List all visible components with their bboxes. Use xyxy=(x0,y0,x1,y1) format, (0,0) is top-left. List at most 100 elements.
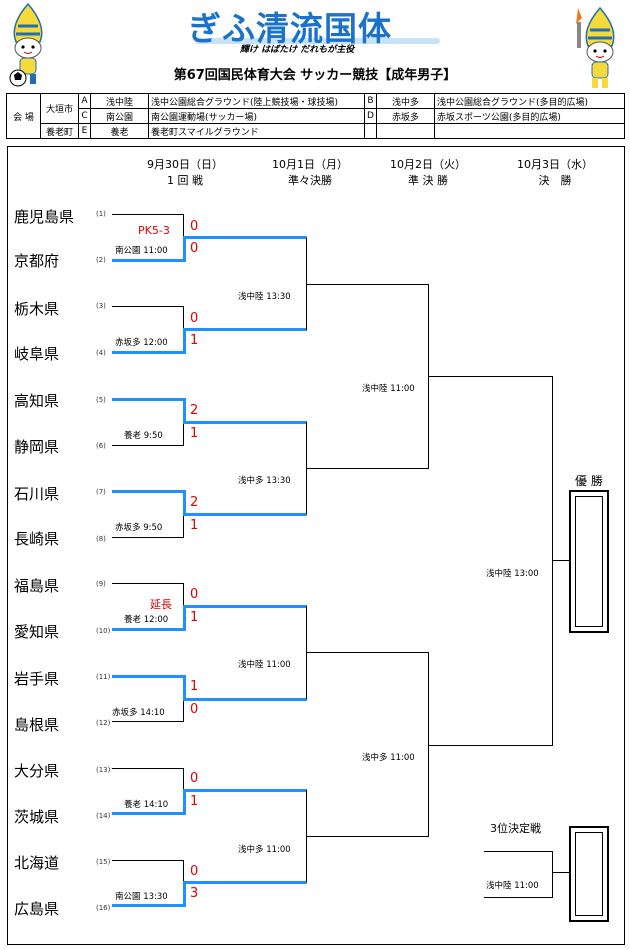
winner-path xyxy=(183,328,186,354)
match-score: 0 xyxy=(190,771,199,786)
bracket-line xyxy=(112,583,184,584)
bracket-frame xyxy=(7,146,625,945)
bracket-line xyxy=(552,872,570,873)
bracket-line xyxy=(112,721,184,722)
venue-name xyxy=(434,123,625,139)
venue-table: 会 場 大垣市 A 浅中陸 浅中公園総合グラウンド(陸上競技場・球技場) B 浅… xyxy=(6,93,625,139)
match-info: 赤坂多 9:50 xyxy=(115,523,163,533)
match-score: 1 xyxy=(190,426,199,441)
team-name: 島根県 xyxy=(14,716,60,734)
team-seed: (4) xyxy=(96,349,106,357)
bracket-line xyxy=(183,306,184,328)
bracket-line xyxy=(112,214,184,215)
mascot-right-icon xyxy=(576,6,615,88)
bracket-line xyxy=(183,422,184,445)
bracket-line xyxy=(552,376,553,746)
venue-name: 南公園運動場(サッカー場) xyxy=(148,108,365,124)
header: ぎふ清流国体 輝け はばたけ だれもが主役 第67回国民体育大会 サッカー競技【… xyxy=(0,0,630,92)
team-seed: (3) xyxy=(96,302,106,310)
match-info: 南公園 11:00 xyxy=(115,246,168,256)
match-info: 浅中多 11:00 xyxy=(238,845,291,855)
venue-short: 南公園 xyxy=(90,108,149,124)
bracket-line xyxy=(306,284,429,285)
venue-short: 浅中多 xyxy=(376,93,435,109)
extra-time-note: 延長 xyxy=(150,598,172,611)
match-info: 赤坂多 14:10 xyxy=(112,708,165,718)
winner-path xyxy=(183,675,186,701)
match-score: 0 xyxy=(190,311,199,326)
venue-short: 赤坂多 xyxy=(376,108,435,124)
match-info: 養老 9:50 xyxy=(124,431,163,441)
winner-path xyxy=(183,605,186,631)
champion-box-inner xyxy=(575,496,603,627)
winner-path xyxy=(183,236,307,239)
match-score: 1 xyxy=(190,333,199,348)
winner-path xyxy=(183,328,307,331)
match-info: 浅中多 11:00 xyxy=(362,753,415,763)
winner-path xyxy=(112,351,186,354)
venue-code: C xyxy=(78,108,91,124)
team-name: 北海道 xyxy=(14,854,60,872)
venue-label: 会 場 xyxy=(6,93,41,139)
round-date: 10月3日（水） xyxy=(517,158,593,171)
team-seed: (9) xyxy=(96,580,106,588)
venue-name: 養老町スマイルグラウンド xyxy=(148,123,365,139)
match-score: 0 xyxy=(190,702,199,717)
bracket-line xyxy=(306,836,429,837)
pk-note: PK5-3 xyxy=(138,224,170,237)
venue-row: C 南公園 南公園運動場(サッカー場) D 赤坂多 赤坂スポーツ公園(多目的広場… xyxy=(7,108,625,124)
match-info: 浅中陸 11:00 xyxy=(238,660,291,670)
team-seed: (10) xyxy=(96,627,111,635)
team-name: 栃木県 xyxy=(14,300,60,318)
bracket-line xyxy=(428,652,429,837)
winner-path xyxy=(112,259,186,262)
team-seed: (6) xyxy=(96,442,106,450)
team-name: 大分県 xyxy=(14,762,60,780)
team-seed: (5) xyxy=(96,396,106,404)
match-score: 1 xyxy=(190,610,199,625)
venue-short: 養老 xyxy=(90,123,149,139)
venue-row: 養老町 E 養老 養老町スマイルグラウンド xyxy=(7,123,625,139)
bracket-line xyxy=(428,376,553,377)
bracket-line xyxy=(552,851,553,898)
team-name: 岩手県 xyxy=(14,670,60,688)
third-place-box xyxy=(569,826,609,922)
match-score: 0 xyxy=(190,241,199,256)
team-name: 鹿児島県 xyxy=(14,208,75,226)
winner-path xyxy=(183,421,307,424)
round-name: 1 回 戦 xyxy=(167,174,203,187)
team-seed: (13) xyxy=(96,766,111,774)
third-place-label: 3位決定戦 xyxy=(490,822,541,835)
winner-path xyxy=(112,675,186,678)
round-name: 準々決勝 xyxy=(288,174,332,187)
round-date: 10月1日（月） xyxy=(272,158,348,171)
bracket-line xyxy=(112,537,184,538)
third-place-box-inner xyxy=(575,832,603,916)
team-name: 広島県 xyxy=(14,900,60,918)
match-info: 浅中多 13:30 xyxy=(238,476,291,486)
event-slogan: 輝け はばたけ だれもが主役 xyxy=(240,45,355,55)
bracket-line xyxy=(552,560,570,561)
team-name: 茨城県 xyxy=(14,808,60,826)
team-seed: (8) xyxy=(96,535,106,543)
winner-path xyxy=(183,605,307,608)
venue-short: 浅中陸 xyxy=(90,93,149,109)
match-score: 2 xyxy=(190,495,199,510)
venue-code: E xyxy=(78,123,91,139)
match-info: 養老 12:00 xyxy=(124,615,169,625)
winner-path xyxy=(183,398,186,424)
team-name: 静岡県 xyxy=(14,438,60,456)
venue-name: 浅中公園総合グラウンド(多目的広場) xyxy=(434,93,625,109)
round-name: 決 勝 xyxy=(538,174,572,187)
team-name: 福島県 xyxy=(14,577,60,595)
venue-name: 赤坂スポーツ公園(多目的広場) xyxy=(434,108,625,124)
match-score: 0 xyxy=(190,219,199,234)
venue-row: 会 場 大垣市 A 浅中陸 浅中公園総合グラウンド(陸上競技場・球技場) B 浅… xyxy=(6,93,625,139)
winner-path xyxy=(112,398,186,401)
venue-short xyxy=(376,123,435,139)
bracket-line xyxy=(112,768,184,769)
team-name: 京都府 xyxy=(14,252,60,270)
match-score: 0 xyxy=(190,864,199,879)
team-seed: (2) xyxy=(96,256,106,264)
venue-city: 大垣市 xyxy=(40,93,79,124)
